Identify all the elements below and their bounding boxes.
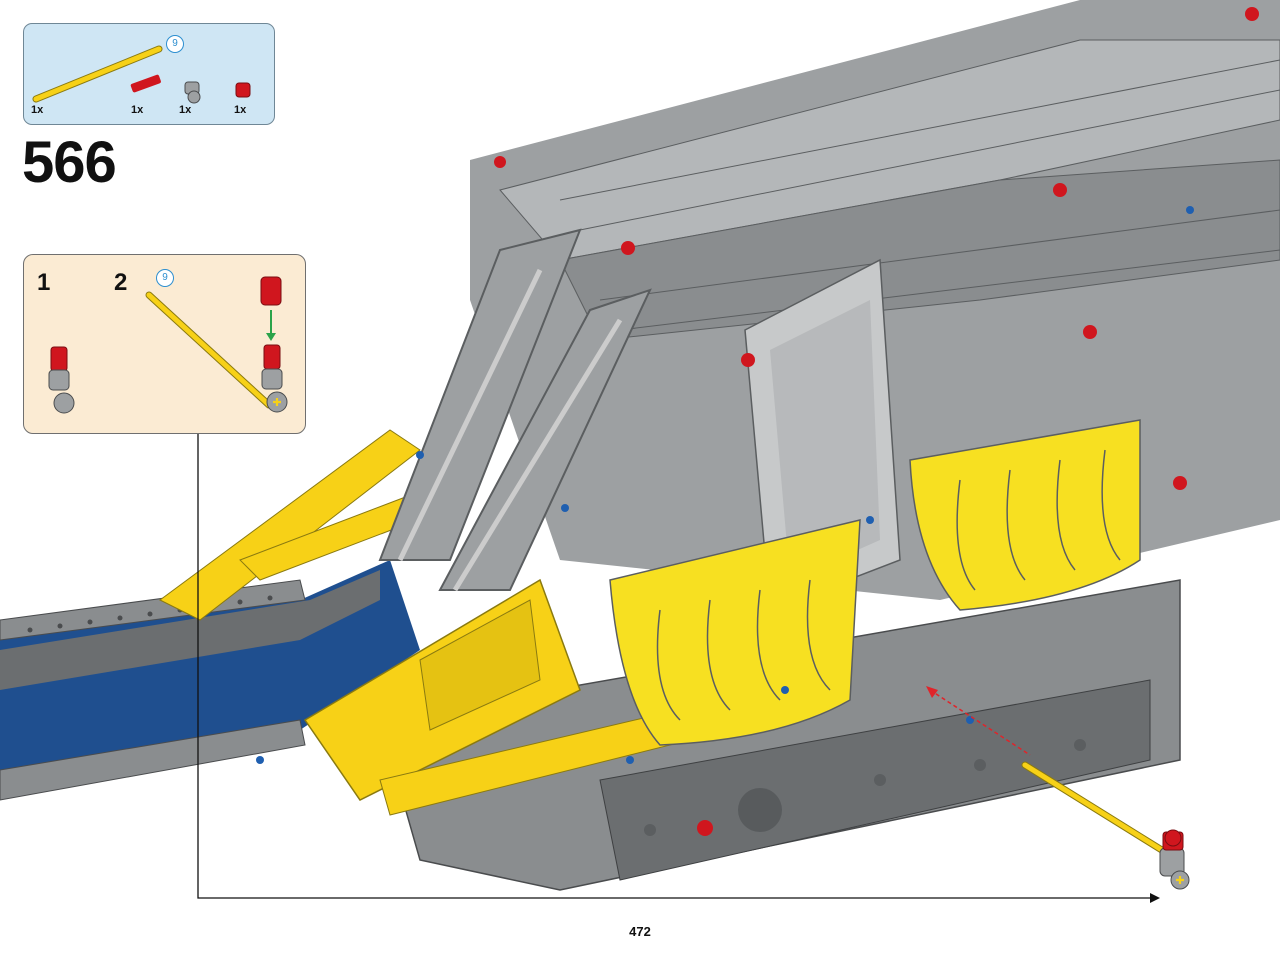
- sub-assembly-drawing: ✚: [48, 276, 288, 414]
- sub-assembly-callout: 1 2 9 ✚: [23, 254, 306, 434]
- length-badge: 9: [166, 35, 184, 53]
- qty-gray-connector: 1x: [179, 104, 192, 116]
- svg-text:✚: ✚: [272, 397, 281, 409]
- qty-red-axle-pin: 1x: [131, 104, 144, 116]
- parts-list-callout: 9 1x 1x 1x 1x: [23, 23, 275, 125]
- svg-text:✚: ✚: [1175, 875, 1184, 887]
- sub-length-badge: 9: [156, 269, 174, 287]
- parts-list-icons: [32, 45, 251, 104]
- qty-red-bush: 1x: [234, 104, 247, 116]
- qty-yellow-axle: 1x: [31, 104, 44, 116]
- step-number: 566: [22, 130, 117, 195]
- sub-step-2: 2: [114, 269, 128, 296]
- page-number: 472: [629, 924, 651, 939]
- sub-step-1: 1: [37, 269, 51, 296]
